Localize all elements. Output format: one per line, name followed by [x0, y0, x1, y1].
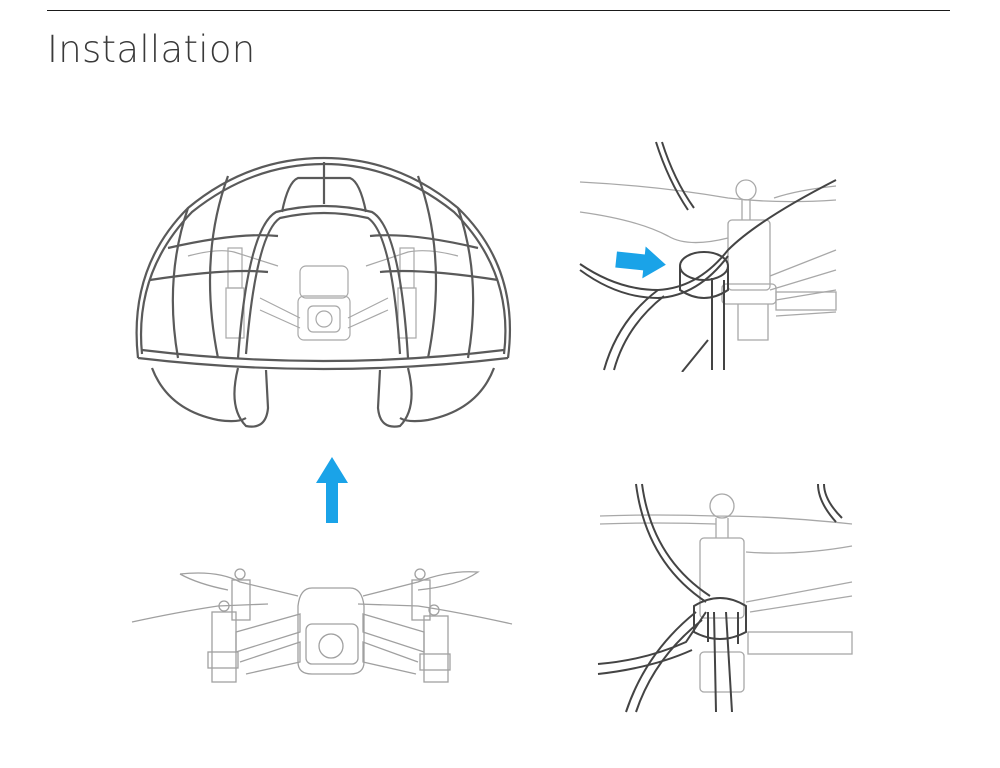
page-title: Installation: [47, 28, 256, 71]
header-rule: [47, 10, 950, 11]
clip-detail-after-illustration: [596, 482, 854, 714]
install-direction-arrow-icon: [314, 455, 350, 525]
cage-assembled-illustration: [128, 148, 518, 433]
clip-detail-before-illustration: [578, 140, 838, 372]
drone-bare-illustration: [128, 562, 513, 692]
